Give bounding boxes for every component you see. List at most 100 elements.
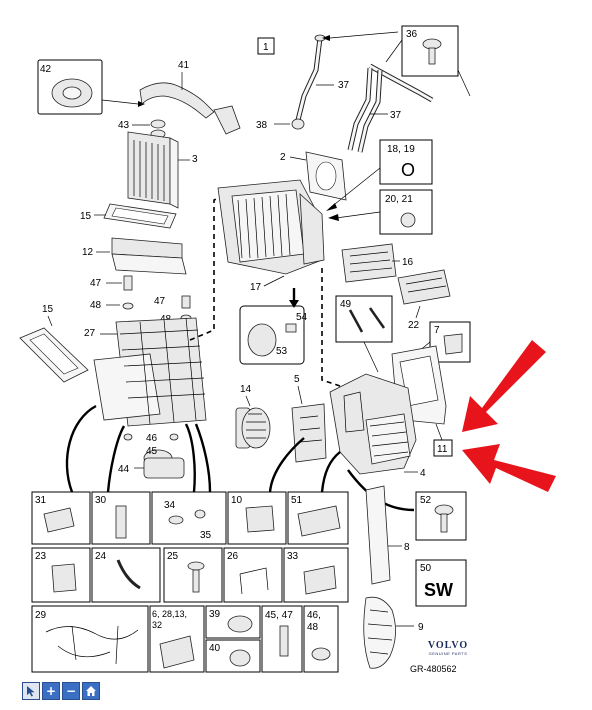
red-arrow-lower <box>462 444 556 492</box>
callout-12: 12 <box>82 247 94 258</box>
box-24[interactable]: 24 <box>91 547 161 603</box>
brand-subtitle: GENUINE PARTS <box>428 651 468 656</box>
box-23[interactable]: 23 <box>31 547 91 603</box>
callout-8: 8 <box>404 542 410 553</box>
seal-2[interactable] <box>305 151 347 201</box>
callout-2: 2 <box>280 152 286 163</box>
box-label-10: 10 <box>231 495 243 506</box>
callout-9: 9 <box>418 622 424 633</box>
callout-11: 11 <box>437 444 448 455</box>
seal-15-top[interactable] <box>103 203 177 229</box>
callout-17: 17 <box>250 282 262 293</box>
hose-41[interactable] <box>139 82 241 135</box>
box-6-28-13-32[interactable]: 6, 28,13, 32 <box>149 605 205 673</box>
housing-4[interactable] <box>329 373 417 475</box>
callout-4: 4 <box>420 468 426 479</box>
pointer-button[interactable] <box>22 682 40 700</box>
box-label-34: 34 <box>164 500 176 511</box>
pipe-37-left[interactable] <box>295 34 326 121</box>
callout-16: 16 <box>402 257 414 268</box>
clamp-38[interactable] <box>291 118 305 130</box>
box-26[interactable]: 26 <box>223 547 283 603</box>
box-label-24: 24 <box>95 551 107 562</box>
callout-3: 3 <box>192 154 198 165</box>
box-31[interactable]: 31 <box>31 491 91 545</box>
box-40[interactable]: 40 <box>205 639 261 673</box>
box-51[interactable]: 51 <box>287 491 349 545</box>
box-label-35: 35 <box>200 530 212 541</box>
callout-37-left: 37 <box>338 80 350 91</box>
module-22[interactable] <box>397 269 451 305</box>
callout-46: 46 <box>146 433 158 444</box>
home-button[interactable] <box>82 682 100 700</box>
callout-48-left: 48 <box>90 300 102 311</box>
part-42-box[interactable]: 42 <box>37 59 103 115</box>
bracket-5[interactable] <box>291 403 327 463</box>
box-label-45-47: 45, 47 <box>265 610 293 621</box>
clip-48-left[interactable] <box>122 302 134 310</box>
clip-46[interactable] <box>123 433 179 441</box>
callout-42: 42 <box>40 64 52 75</box>
actuator-44[interactable] <box>143 449 185 479</box>
pointer-icon <box>27 686 35 697</box>
callout-14: 14 <box>240 384 252 395</box>
cover-12[interactable] <box>111 237 187 275</box>
box-30[interactable]: 30 <box>91 491 151 545</box>
box-34-35[interactable]: 34 35 <box>151 491 227 545</box>
box-label-29: 29 <box>35 610 47 621</box>
box-label-30: 30 <box>95 495 107 506</box>
sw-label: SW <box>424 580 453 600</box>
callout-41: 41 <box>178 60 190 71</box>
index-box-1 <box>257 37 275 55</box>
red-arrow-upper <box>462 340 546 432</box>
callout-53: 53 <box>276 346 288 357</box>
oring-43[interactable] <box>150 119 166 139</box>
box-label-25: 25 <box>167 551 179 562</box>
box-label-46: 46, <box>307 610 321 621</box>
box-49[interactable]: 49 <box>335 295 393 343</box>
box-label-26: 26 <box>227 551 239 562</box>
box-18-19[interactable]: 18, 19 O <box>379 139 433 185</box>
callout-52: 52 <box>420 495 432 506</box>
clip-47-left[interactable] <box>123 275 133 291</box>
zoom-in-button[interactable]: + <box>42 682 60 700</box>
box-25[interactable]: 25 <box>163 547 223 603</box>
box-label-51: 51 <box>291 495 303 506</box>
callout-43: 43 <box>118 120 130 131</box>
callout-38: 38 <box>256 120 268 131</box>
box-10[interactable]: 10 <box>227 491 287 545</box>
box-46-48[interactable]: 46, 48 <box>303 605 339 673</box>
callout-7: 7 <box>434 325 440 336</box>
callout-49: 49 <box>340 299 352 310</box>
evaporator-housing-17[interactable] <box>217 179 325 275</box>
box-52[interactable]: 52 <box>415 491 467 541</box>
blower-14[interactable] <box>235 407 271 449</box>
seal-15-left[interactable] <box>19 327 89 383</box>
box-36[interactable]: 36 <box>401 25 459 77</box>
callout-54: 54 <box>296 312 308 323</box>
box-label-33: 33 <box>287 551 299 562</box>
pipe-37-right[interactable] <box>347 63 434 153</box>
callout-47-left: 47 <box>90 278 102 289</box>
callout-36: 36 <box>406 29 418 40</box>
box-33[interactable]: 33 <box>283 547 349 603</box>
housing-27[interactable] <box>93 317 207 427</box>
box-20-21[interactable]: 20, 21 <box>379 189 433 235</box>
box-50[interactable]: 50 SW <box>415 559 467 607</box>
zoom-out-button[interactable]: − <box>62 682 80 700</box>
callout-45: 45 <box>146 446 158 457</box>
viewer-toolbar: + − <box>22 682 100 700</box>
box-45-47[interactable]: 45, 47 <box>261 605 303 673</box>
callout-27: 27 <box>84 328 96 339</box>
box-39[interactable]: 39 <box>205 605 261 639</box>
module-16[interactable] <box>341 243 397 283</box>
heater-core-3[interactable] <box>127 131 179 209</box>
duct-8[interactable] <box>365 485 391 585</box>
box-29[interactable]: 29 <box>31 605 149 673</box>
brand-name: VOLVO <box>427 640 469 651</box>
cap-53-54[interactable] <box>239 305 305 365</box>
clip-47-right[interactable] <box>181 295 191 309</box>
duct-9[interactable] <box>363 596 396 669</box>
home-icon <box>86 686 96 696</box>
